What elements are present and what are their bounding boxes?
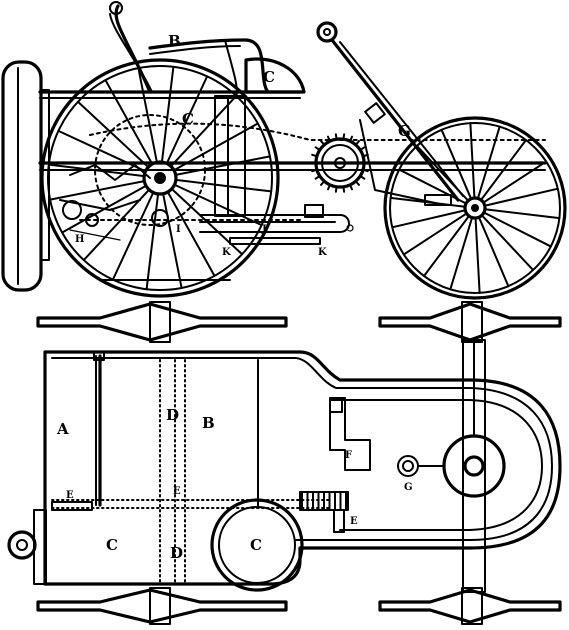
steering-column bbox=[316, 21, 464, 206]
label-c-seat: C bbox=[106, 536, 118, 554]
label-c-wheel: C bbox=[250, 536, 262, 554]
wheel-spoke bbox=[111, 191, 155, 281]
wheel-spoke bbox=[480, 214, 535, 272]
gear-tooth bbox=[311, 153, 318, 158]
wheel-edge-views-top bbox=[36, 301, 562, 343]
gear-tooth bbox=[359, 174, 366, 180]
gear-tooth bbox=[354, 180, 360, 186]
chassis-frame bbox=[38, 90, 547, 221]
front-wheel bbox=[383, 116, 567, 300]
gear-tooth bbox=[334, 133, 338, 141]
label-e-mid: E bbox=[173, 486, 181, 497]
label-c-hood: C bbox=[263, 68, 275, 86]
pipe-assembly bbox=[199, 204, 354, 245]
wheel-spoke bbox=[402, 212, 468, 256]
wheel-spoke bbox=[137, 67, 158, 164]
plan-view: A B C C D D E E E F G bbox=[7, 339, 562, 593]
wheel-spoke bbox=[174, 155, 271, 176]
wheel-spoke bbox=[162, 192, 183, 289]
gear-tooth bbox=[314, 174, 321, 180]
label-k-right: K bbox=[318, 247, 327, 258]
gear-tooth bbox=[348, 135, 354, 143]
wheel-spoke bbox=[483, 208, 561, 220]
wheel-spoke bbox=[145, 192, 160, 291]
label-j: J bbox=[261, 224, 267, 235]
wheel-spoke bbox=[483, 187, 559, 207]
gear-tooth bbox=[334, 185, 338, 193]
wheel-spoke bbox=[169, 94, 238, 168]
label-f: F bbox=[345, 450, 352, 461]
wheel-spoke bbox=[391, 209, 467, 229]
label-c-engine: C bbox=[182, 110, 194, 128]
side-elevation: B C C G H I J K K bbox=[1, 1, 567, 300]
wheel-spoke bbox=[160, 65, 175, 164]
wheel-spoke bbox=[104, 79, 154, 166]
engine-internals bbox=[59, 114, 206, 241]
body-outline bbox=[43, 350, 562, 586]
wheel-edge-views-bottom bbox=[36, 587, 562, 625]
wheel-spoke bbox=[49, 180, 146, 201]
gear-tooth bbox=[342, 185, 346, 193]
gear-tooth bbox=[314, 146, 321, 152]
wheel-spoke bbox=[76, 100, 150, 169]
gear-tooth bbox=[326, 135, 332, 143]
wheel-spoke bbox=[174, 178, 273, 193]
gear-tooth bbox=[348, 183, 354, 191]
gear-tooth bbox=[326, 183, 332, 191]
gear-tooth bbox=[320, 180, 326, 186]
gear-tooth bbox=[362, 168, 369, 173]
gear-tooth bbox=[354, 140, 360, 146]
label-g-steering: G bbox=[398, 122, 411, 140]
label-d-top: D bbox=[166, 406, 179, 424]
label-b-body: B bbox=[202, 414, 215, 432]
wheel-spoke bbox=[469, 122, 476, 200]
label-g-plan: G bbox=[404, 482, 413, 493]
wheel-spoke bbox=[482, 211, 552, 248]
wheel-spoke bbox=[422, 214, 470, 277]
drive-gear bbox=[310, 133, 370, 193]
label-h: H bbox=[75, 234, 84, 245]
label-e-left: E bbox=[66, 490, 74, 501]
label-a: A bbox=[56, 420, 69, 438]
gear-tooth bbox=[311, 168, 318, 173]
wheel-spoke bbox=[482, 160, 548, 204]
label-i: I bbox=[176, 224, 181, 235]
wheel-spoke bbox=[166, 190, 216, 277]
label-b-seat: B bbox=[168, 32, 181, 50]
wheel-spoke bbox=[477, 216, 510, 288]
seat-assembly bbox=[109, 1, 270, 97]
label-d-bottom: D bbox=[170, 544, 183, 562]
wheel-spoke bbox=[449, 216, 474, 291]
gear-tooth bbox=[342, 133, 346, 141]
label-e-right: E bbox=[350, 516, 358, 527]
wheel-spoke bbox=[173, 183, 263, 227]
gear-tooth bbox=[320, 140, 326, 146]
wheel-spoke bbox=[474, 216, 481, 294]
gear-tooth bbox=[359, 146, 366, 152]
label-k-left: K bbox=[222, 247, 231, 258]
